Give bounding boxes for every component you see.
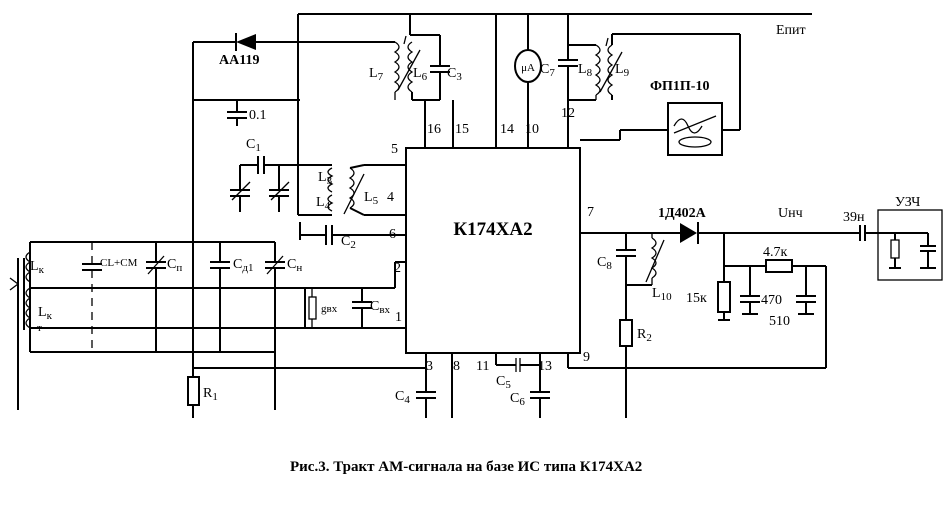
c2-label: C2: [341, 234, 356, 251]
pin-4: 4: [387, 190, 394, 205]
coil-l5: [343, 167, 365, 215]
antenna-icon: [9, 277, 20, 291]
r15k-resistor: [717, 281, 731, 313]
l3-label: L3: [318, 170, 333, 187]
coil-l10: [626, 233, 665, 286]
cap-cp: [146, 242, 166, 352]
c470-label: 470: [761, 293, 782, 308]
cap-cn: [265, 242, 285, 410]
coil-lk1: [25, 251, 32, 283]
cn-label: Cн: [287, 257, 302, 274]
filter-wave: [673, 118, 703, 134]
pin-7: 7: [587, 205, 594, 220]
pin-3: 3: [426, 359, 433, 374]
r47k-resistor: [765, 259, 793, 273]
cap-cd1: [210, 242, 230, 352]
c3-label: C3: [447, 66, 462, 83]
r47k-label: 4.7к: [763, 245, 788, 260]
pin-9: 9: [583, 350, 590, 365]
coil-l7: [393, 41, 400, 100]
gvx-resistor: [308, 296, 317, 320]
l9-label: L9: [615, 62, 630, 79]
r2-resistor: [619, 319, 633, 347]
cvx-label: Cвх: [370, 299, 391, 316]
coil-l4: [327, 194, 334, 212]
lk2-label: Lк: [38, 305, 53, 322]
r1-resistor: [187, 376, 200, 406]
c6-label: C6: [510, 391, 525, 408]
pin-2: 2: [394, 261, 401, 276]
c5-label: C5: [496, 374, 511, 391]
coil-l8: [594, 44, 601, 100]
figure-caption: Рис.3. Тракт АМ-сигнала на базе ИС типа …: [290, 459, 642, 475]
lk1-label: Lк: [30, 259, 45, 276]
cd1-label: Cд1: [233, 257, 253, 274]
output-label: Uнч: [778, 206, 803, 221]
pin-11: 11: [476, 359, 489, 374]
amp-box: [877, 209, 943, 281]
diode-det-label: 1Д402А: [658, 206, 707, 221]
amp-input-resistor: [890, 239, 900, 259]
ic-body: [405, 147, 581, 354]
gvx-label: gвх: [321, 303, 338, 315]
trimmer-2: [269, 165, 290, 212]
r2-label: R2: [637, 327, 652, 344]
l8-label: L8: [578, 62, 593, 79]
c01-label: 0.1: [249, 108, 267, 123]
pin-1: 1: [395, 310, 402, 325]
coil-l6: [397, 35, 421, 93]
trimmer-1: [230, 165, 251, 212]
l4-label: L4: [316, 195, 331, 212]
diode-det-triangle: [680, 223, 697, 243]
c4-label: C4: [395, 389, 410, 406]
l10-label: L10: [652, 286, 672, 303]
amp-label: УЗЧ: [895, 195, 920, 210]
l6-label: L6: [413, 66, 428, 83]
coil-l3: [327, 167, 334, 193]
c39n-label: 39н: [843, 210, 865, 225]
clcm-label: CL+CM: [100, 257, 138, 269]
c7-label: C7: [540, 62, 555, 79]
diode-top-triangle: [236, 34, 256, 50]
l5-label: L5: [364, 190, 379, 207]
pin-8: 8: [453, 359, 460, 374]
pin-15: 15: [455, 122, 469, 137]
pin-14: 14: [500, 122, 514, 137]
r15k-label: 15к: [686, 291, 707, 306]
l7-label: L7: [369, 66, 384, 83]
filter-resonator: [678, 136, 712, 148]
c8-label: C8: [597, 255, 612, 272]
diode-top-label: АА119: [219, 53, 259, 68]
meter-label: μA: [521, 62, 535, 74]
pin-5: 5: [391, 142, 398, 157]
pin-16: 16: [427, 122, 441, 137]
r1-label: R1: [203, 386, 218, 403]
ic-label: К174ХА2: [453, 219, 532, 240]
c1-label: C1: [246, 137, 261, 154]
pin-13: 13: [538, 359, 552, 374]
coil-lk2: [25, 287, 32, 329]
filter-label: ФП1П-10: [650, 79, 709, 94]
c510-label: 510: [769, 314, 790, 329]
lk2-sub: т: [37, 322, 42, 334]
cp-label: Cп: [167, 257, 182, 274]
power-label: Eпит: [776, 23, 806, 38]
coil-l9: [599, 37, 623, 96]
